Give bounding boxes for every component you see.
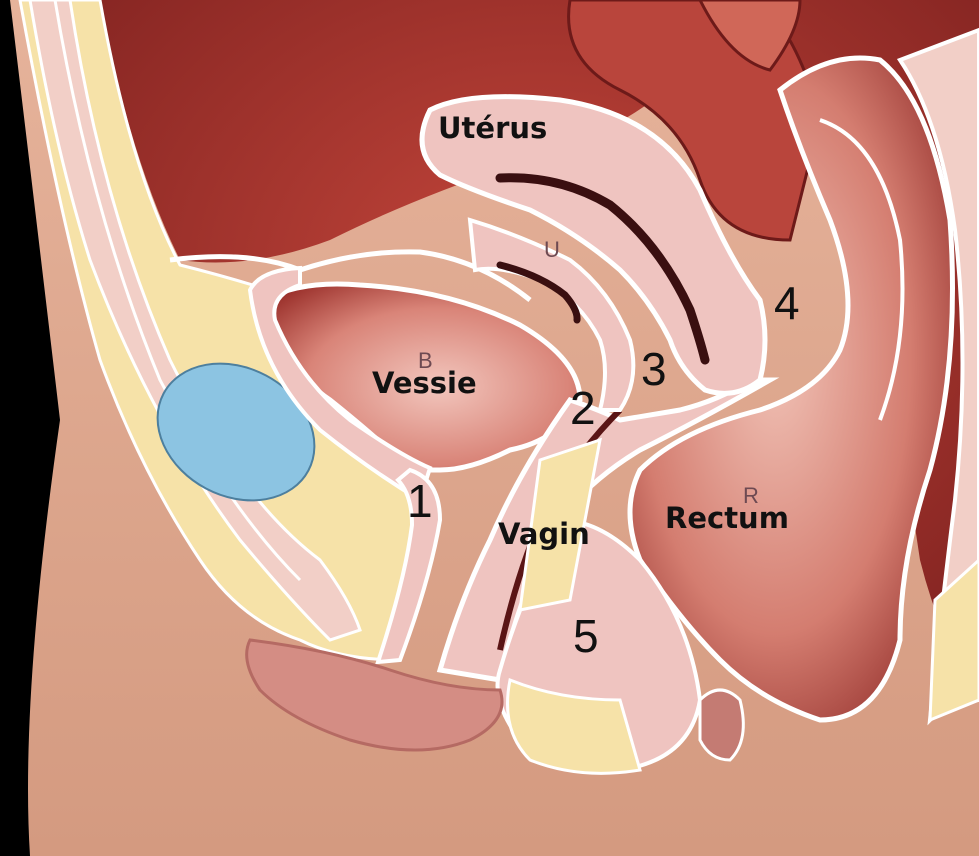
mark-r: R — [743, 485, 759, 507]
mark-b: B — [418, 350, 433, 372]
label-uterus: Utérus — [438, 114, 547, 143]
callout-4: 4 — [774, 280, 800, 326]
label-bladder: Vessie — [372, 369, 477, 398]
mark-u: U — [544, 239, 560, 261]
callout-2: 2 — [570, 385, 596, 431]
label-rectum: Rectum — [665, 504, 789, 533]
callout-1: 1 — [407, 478, 433, 524]
callout-3: 3 — [641, 346, 667, 392]
label-vagina: Vagin — [498, 520, 590, 549]
anus — [700, 690, 743, 760]
callout-5: 5 — [573, 613, 599, 659]
